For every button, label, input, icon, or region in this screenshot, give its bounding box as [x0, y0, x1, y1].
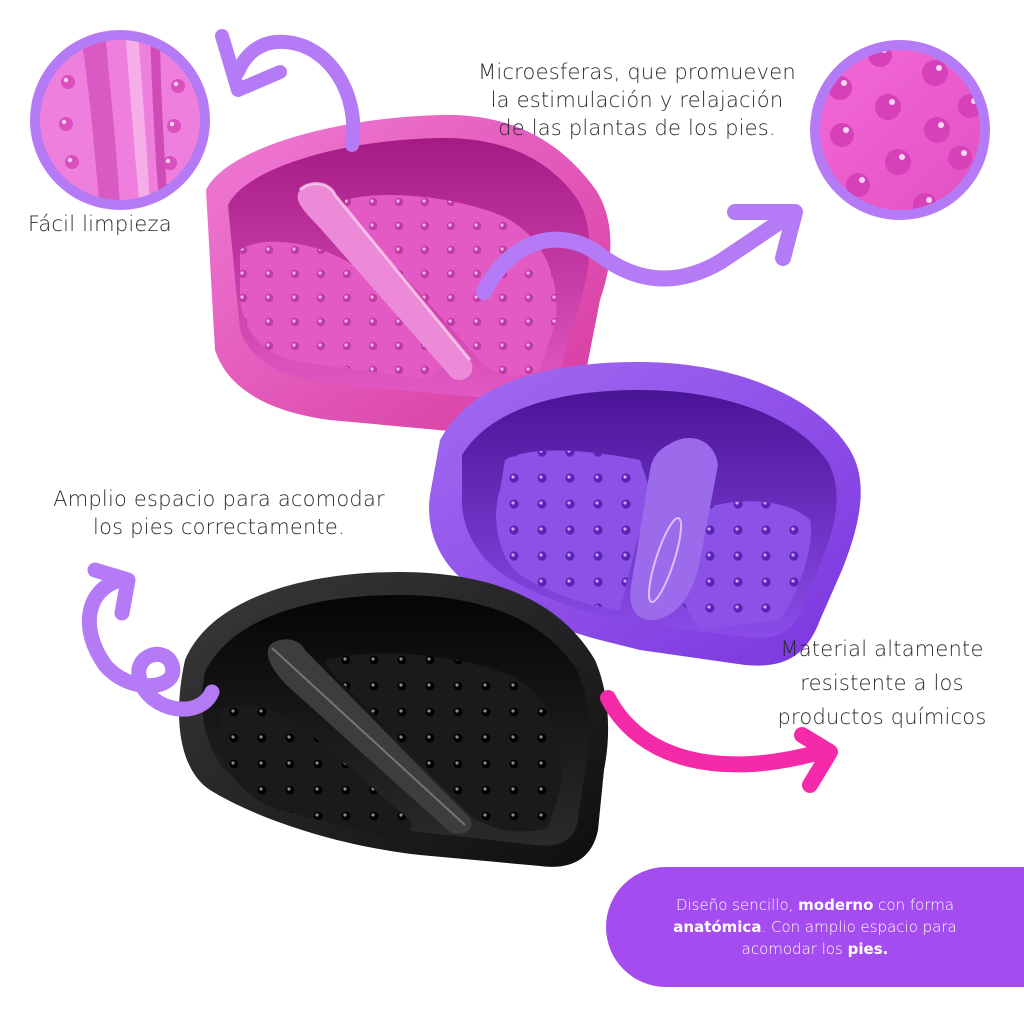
resistant-material-line-2: resistente a los: [800, 671, 964, 695]
banner-line-2: anatómica. Con amplio espacio para: [673, 916, 956, 938]
banner-bold-modern: moderno: [798, 896, 874, 914]
pink-arrow-bottom-right: [600, 690, 838, 793]
banner-text: acomodar los: [741, 940, 848, 958]
easy-cleaning-label: Fácil limpieza: [28, 212, 172, 236]
loop-arrow-left: [82, 562, 220, 717]
curved-arrow-top-left: [215, 29, 361, 152]
wavy-arrow-right: [476, 204, 803, 300]
ample-space-line-1: Amplio espacio para acomodar: [53, 487, 385, 511]
microspheres-line-3: de las plantas de los pies.: [498, 116, 776, 140]
black-foot-basin: [178, 572, 609, 867]
microspheres-zoom-circle: [810, 40, 990, 220]
easy-cleaning-zoom-circle: [30, 30, 210, 210]
resistant-material-line-3: productos químicos: [777, 705, 987, 729]
resistant-material-line-1: Material altamente: [780, 637, 984, 661]
pink-foot-basin: [206, 114, 611, 439]
microspheres-caption: Microesferas, que promueven la estimulac…: [462, 58, 812, 142]
ample-space-caption: Amplio espacio para acomodar los pies co…: [38, 485, 400, 541]
banner-bold-feet: pies.: [847, 940, 889, 958]
resistant-material-caption: Material altamente resistente a los prod…: [752, 632, 1012, 734]
banner-bold-anatomical: anatómica: [673, 918, 762, 936]
banner-line-1: Diseño sencillo, moderno con forma: [676, 894, 954, 916]
banner-text: . Con amplio espacio para: [761, 918, 957, 936]
banner-text: Diseño sencillo,: [675, 896, 799, 914]
banner-line-3: acomodar los pies.: [742, 938, 889, 960]
design-description-banner: Diseño sencillo, moderno con forma anató…: [606, 867, 1024, 987]
easy-cleaning-caption: Fácil limpieza: [28, 210, 172, 238]
purple-foot-basin: [429, 362, 861, 666]
ample-space-line-2: los pies correctamente.: [93, 515, 345, 539]
banner-text: con forma: [873, 896, 955, 914]
microspheres-line-2: la estimulación y relajación: [490, 88, 784, 112]
microspheres-line-1: Microesferas, que promueven: [478, 60, 796, 84]
